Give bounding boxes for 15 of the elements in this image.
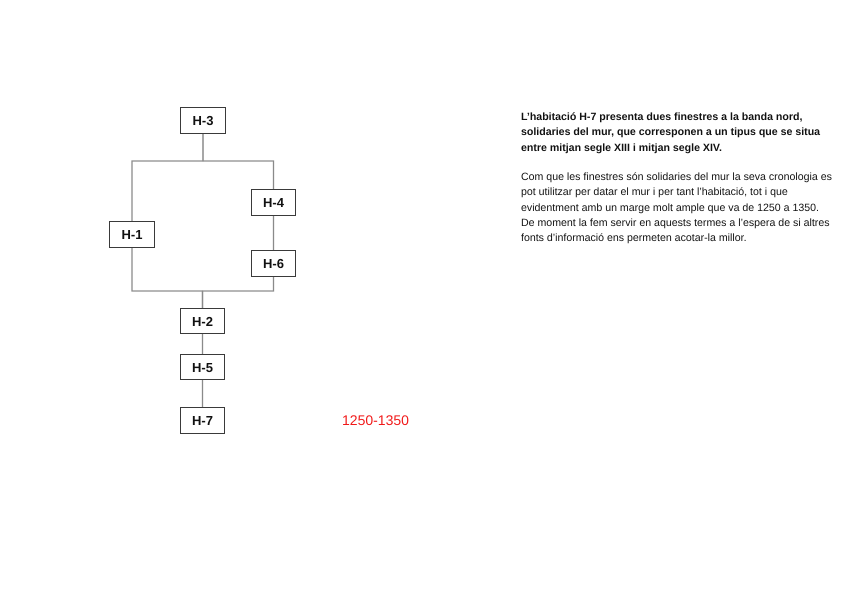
unit-box: H-5 bbox=[180, 354, 225, 380]
unit-box: H-3 bbox=[180, 107, 226, 134]
connector-line bbox=[202, 134, 274, 189]
date-range-label: 1250-1350 bbox=[342, 412, 409, 429]
unit-box: H-1 bbox=[109, 221, 155, 248]
unit-box: H-2 bbox=[180, 308, 225, 334]
unit-box: H-4 bbox=[251, 189, 296, 216]
connector-line bbox=[202, 380, 204, 407]
description-paragraph: Com que les finestres són solidaries del mur la seva cronologia es pot utilitzar per datar el mur i per tant l’habitació, tot i que evidentment amb un marge molt ample que va de 1250 a 1350. De moment la fem servir en aquests termes a l’espera de si altres fonts d’informació ens permeten acotar-la millor. bbox=[521, 170, 833, 246]
description-paragraph: L’habitació H-7 presenta dues finestres a la banda nord, solidaries del mur, que corresponen a un tipus que se situa entre mitjan segle XIII i mitjan segle XIV. bbox=[521, 110, 822, 156]
unit-box: H-7 bbox=[180, 407, 225, 434]
connector-line bbox=[202, 277, 274, 308]
unit-box: H-6 bbox=[251, 250, 296, 277]
connector-line bbox=[202, 334, 204, 354]
connector-line bbox=[272, 216, 274, 250]
